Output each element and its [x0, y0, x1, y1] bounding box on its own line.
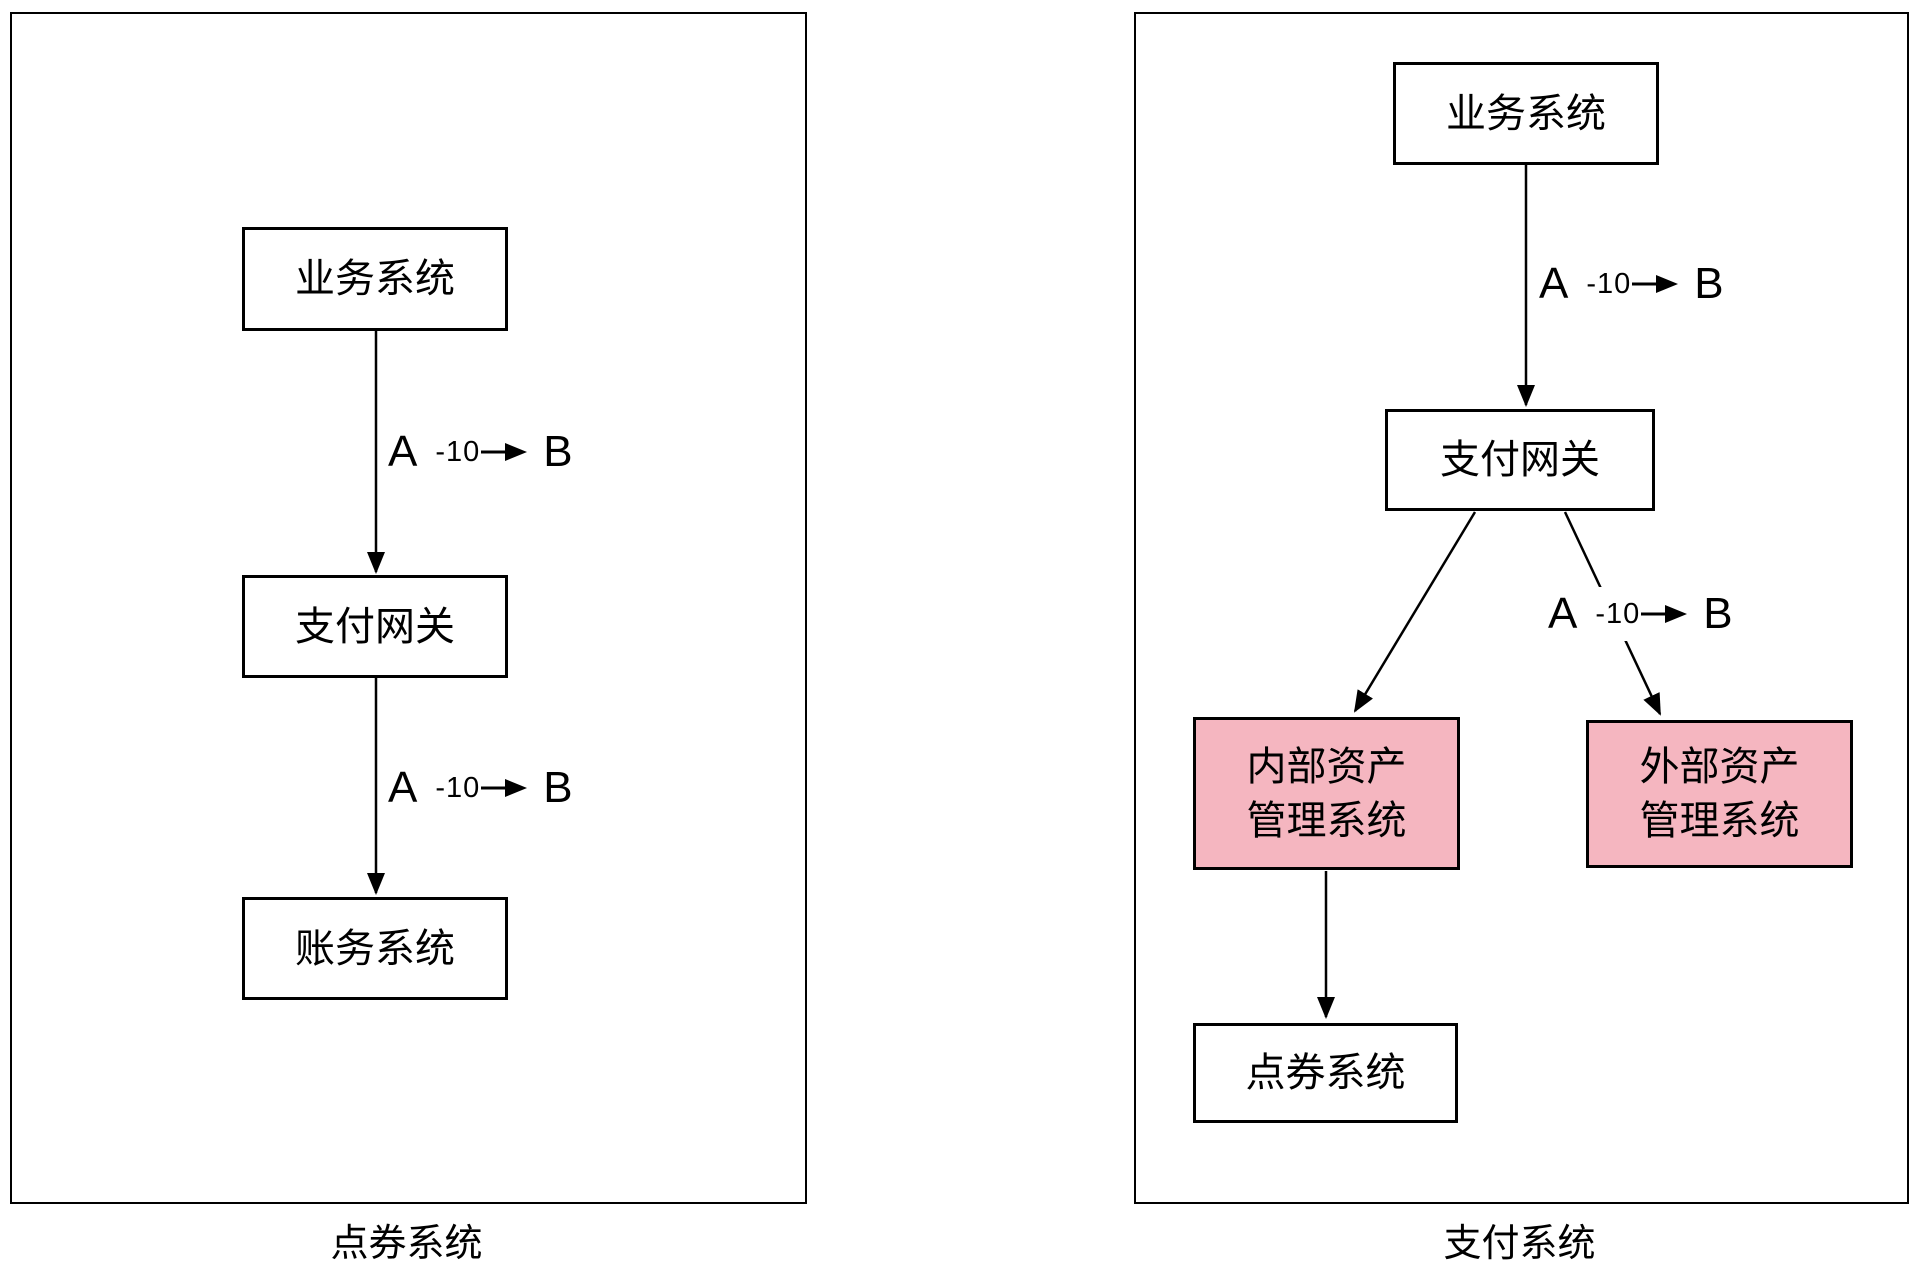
panel-voucher-system: [10, 12, 807, 1204]
edge-label-to: B: [1694, 259, 1724, 308]
edge-label-from: A: [1539, 259, 1569, 308]
edge-label-transfer: A -10 B: [382, 761, 579, 815]
node-payment-gateway-left: 支付网关: [242, 575, 508, 678]
edge-label-amount: -10: [1586, 267, 1632, 300]
edge-label-transfer: A -10 B: [382, 425, 579, 479]
edge-label-transfer: A -10 B: [1533, 257, 1730, 311]
edge-label-transfer: A -10 B: [1542, 587, 1739, 641]
node-business-system-left: 业务系统: [242, 227, 508, 331]
arrow-right-icon: [481, 443, 528, 461]
edge-label-amount: -10: [1595, 597, 1641, 630]
node-business-system-right: 业务系统: [1393, 62, 1659, 165]
node-external-asset-system: 外部资产 管理系统: [1586, 720, 1853, 868]
edge-label-to: B: [543, 427, 573, 476]
arrow-right-icon: [1641, 605, 1688, 623]
node-voucher-system-right: 点券系统: [1193, 1023, 1458, 1123]
node-payment-gateway-right: 支付网关: [1385, 409, 1655, 511]
edge-label-to: B: [543, 763, 573, 812]
panel-payment-system: [1134, 12, 1909, 1204]
edge-label-from: A: [1548, 589, 1578, 638]
node-accounting-system: 账务系统: [242, 897, 508, 1000]
arrow-right-icon: [1632, 275, 1679, 293]
connector-arrow: [1353, 511, 1477, 713]
arrow-right-icon: [481, 779, 528, 797]
edge-label-amount: -10: [435, 435, 481, 468]
edge-label-to: B: [1703, 589, 1733, 638]
edge-label-amount: -10: [435, 771, 481, 804]
edge-label-from: A: [388, 427, 418, 476]
caption-voucher-system: 点券系统: [330, 1223, 483, 1265]
node-internal-asset-system: 内部资产 管理系统: [1193, 717, 1460, 870]
edge-label-from: A: [388, 763, 418, 812]
caption-payment-system: 支付系统: [1443, 1223, 1596, 1265]
